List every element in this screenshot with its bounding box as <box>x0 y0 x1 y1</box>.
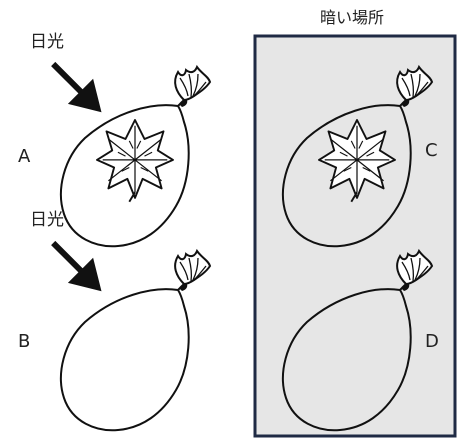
sunlight-label-top: 日光 <box>30 34 64 51</box>
sunlight-arrow-bottom <box>51 241 101 291</box>
bag-label-a: A <box>18 148 30 166</box>
dark-place-title: 暗い場所 <box>320 10 384 26</box>
dark-place-box <box>255 36 455 436</box>
leaf-a <box>97 120 173 202</box>
bag-label-c: C <box>425 142 438 160</box>
sunlight-label-bottom: 日光 <box>30 212 64 229</box>
sunlight-arrow-top <box>51 62 101 112</box>
bag-label-d: D <box>425 333 439 351</box>
bag-label-b: B <box>18 333 30 351</box>
